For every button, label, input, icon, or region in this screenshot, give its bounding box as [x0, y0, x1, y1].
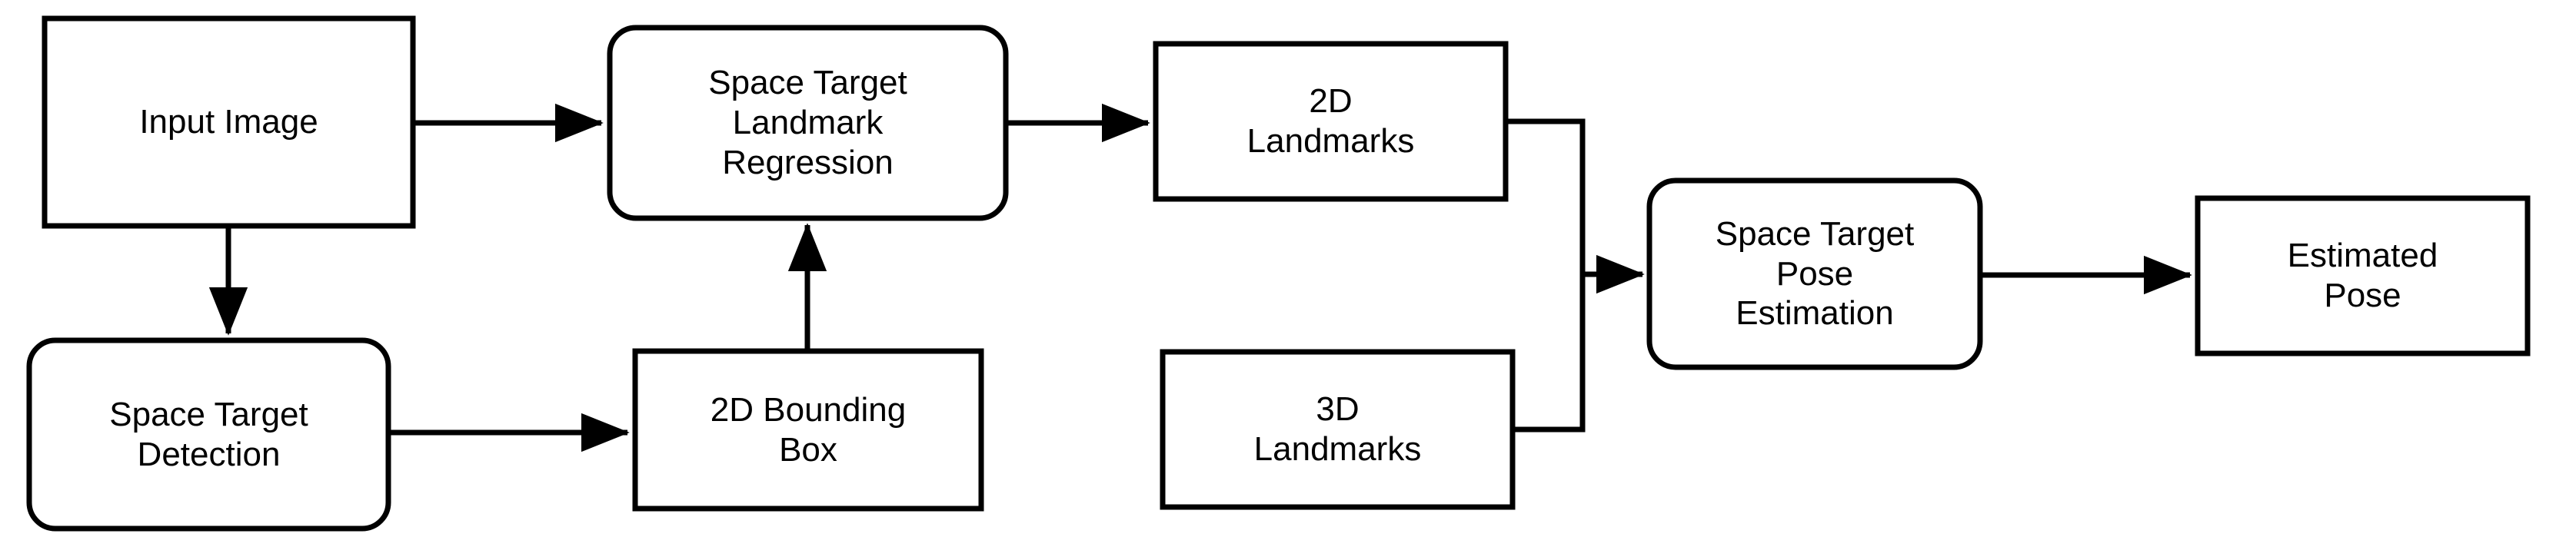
- node-3d-landmarks[interactable]: [1160, 349, 1516, 510]
- node-space-target-landmark-regression[interactable]: [607, 25, 1009, 221]
- node-space-target-detection[interactable]: [26, 337, 391, 532]
- edge-3d-landmarks-to-merge: [1513, 274, 1586, 433]
- node-2d-landmarks[interactable]: [1153, 41, 1509, 202]
- node-input-image[interactable]: [42, 15, 416, 229]
- node-estimated-pose[interactable]: [2195, 195, 2531, 356]
- edge-2d-landmarks-to-merge: [1506, 118, 1586, 274]
- node-2d-bounding-box[interactable]: [632, 348, 984, 512]
- node-space-target-pose-estimation[interactable]: [1646, 177, 1983, 370]
